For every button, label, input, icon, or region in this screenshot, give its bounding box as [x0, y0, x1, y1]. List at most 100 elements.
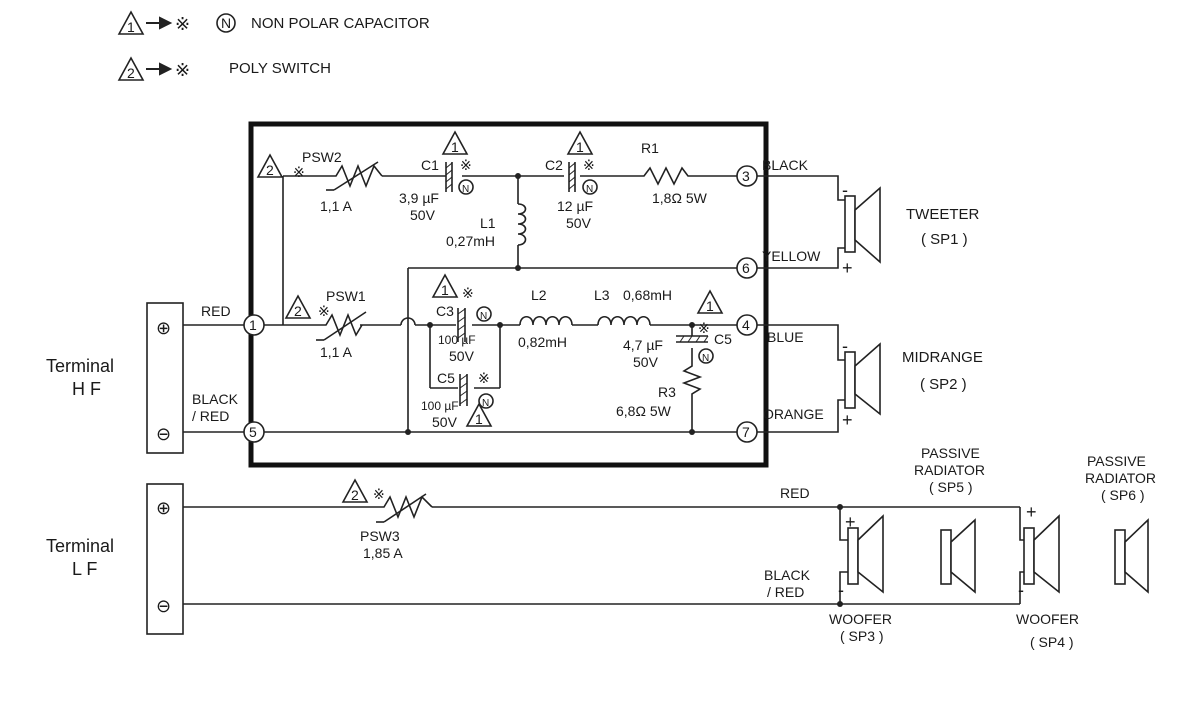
arrow-right-icon	[146, 62, 173, 76]
c3: 1 ※ C3 N 100 µF 50V	[431, 273, 492, 364]
component-value: 0,27mH	[446, 233, 495, 249]
asterisk-mark: ※	[175, 60, 190, 80]
plus-terminal-icon: ⊕	[156, 498, 171, 518]
legend-text: POLY SWITCH	[229, 60, 331, 77]
radiator-label: PASSIVE	[921, 445, 980, 461]
component-name: C2	[545, 157, 563, 173]
component-value: 50V	[449, 348, 475, 364]
junction-dot	[837, 504, 843, 510]
legend: 1 ※ N NON POLAR CAPACITOR 2 ※ POLY SWITC…	[117, 10, 430, 81]
svg-text:N: N	[702, 353, 709, 364]
inductor-coil	[597, 315, 651, 326]
wire	[757, 324, 845, 361]
svg-text:6: 6	[742, 260, 750, 276]
c2: 1 ※ C2 N 12 µF 50V	[545, 130, 598, 231]
non-polar-circle-icon	[478, 393, 494, 409]
legend-item-poly-switch: 2 ※ POLY SWITCH	[117, 56, 331, 81]
speaker-icon	[844, 351, 856, 409]
wire-label: RED	[201, 303, 231, 319]
radiator-label: RADIATOR	[914, 462, 985, 478]
non-polar-circle-icon	[476, 306, 492, 322]
svg-text:※: ※	[460, 157, 472, 173]
passive-radiator-sp5: PASSIVE RADIATOR ( SP5 )	[914, 445, 985, 594]
passive-radiator-sp6: PASSIVE RADIATOR ( SP6 )	[1085, 453, 1156, 594]
svg-text:+: +	[1026, 502, 1037, 522]
warning-triangle-icon	[465, 402, 493, 427]
resistor-zigzag	[376, 494, 433, 520]
speaker-icon	[844, 195, 856, 253]
warning-triangle-icon	[284, 294, 312, 319]
svg-text:※: ※	[698, 320, 710, 336]
component-name: L2	[531, 287, 547, 303]
radiator-label: RADIATOR	[1085, 470, 1156, 486]
svg-text:※: ※	[462, 285, 474, 301]
wire	[1019, 571, 1024, 604]
non-polar-circle-icon	[458, 179, 474, 195]
speaker-name: WOOFER	[1016, 611, 1079, 627]
component-value: 50V	[410, 207, 436, 223]
wire	[757, 399, 845, 433]
resistor-zigzag	[328, 163, 383, 189]
svg-text:-: -	[1018, 580, 1024, 600]
ptc-slash	[323, 311, 367, 341]
legend-code: N	[221, 15, 231, 31]
warning-triangle-icon	[566, 130, 594, 155]
junction-dot	[515, 265, 521, 271]
wire	[757, 175, 845, 201]
component-name: L1	[480, 215, 496, 231]
wire-label: RED	[780, 485, 810, 501]
speaker-id: ( SP1 )	[921, 231, 968, 248]
node-3: 3	[736, 165, 758, 187]
l1: L1 0,27mH	[446, 203, 527, 249]
svg-text:1: 1	[475, 411, 483, 427]
component-name: R3	[658, 384, 676, 400]
component-value: 1,1 A	[320, 198, 353, 214]
junction-dot	[837, 601, 843, 607]
speaker-name: TWEETER	[906, 206, 979, 223]
junction-dot	[689, 322, 695, 328]
wire-label: BLACK	[762, 157, 809, 173]
svg-text:1: 1	[706, 298, 714, 314]
svg-text:※: ※	[583, 157, 595, 173]
node-5: 5	[243, 421, 265, 443]
svg-text:2: 2	[294, 303, 302, 319]
component-value: 1,1 A	[320, 344, 353, 360]
component-name: R1	[641, 140, 659, 156]
svg-text:4: 4	[742, 317, 750, 333]
svg-text:-: -	[838, 580, 844, 600]
node-6: 6	[736, 257, 758, 279]
component-value: 50V	[566, 215, 592, 231]
component-value: 3,9 µF	[399, 190, 439, 206]
psw2: 2 ※ PSW2 1,1 A	[256, 149, 383, 214]
junctions	[405, 173, 695, 435]
wire-label: BLUE	[767, 329, 804, 345]
wire-label: BLACK	[192, 391, 239, 407]
svg-text:2: 2	[266, 162, 274, 178]
terminal-lf: ⊕ ⊖ Terminal L F	[46, 483, 184, 635]
speaker-name: WOOFER	[829, 611, 892, 627]
svg-text:1: 1	[451, 139, 459, 155]
ptc-slash	[333, 161, 379, 191]
warning-triangle-icon	[441, 130, 469, 155]
component-value: 0,68mH	[623, 287, 672, 303]
warning-triangle-icon	[117, 56, 145, 81]
wire-labels: RED BLACK / RED BLACK YELLOW BLUE ORANGE…	[192, 157, 824, 600]
speaker-icon	[847, 527, 859, 585]
warning-triangle-icon	[431, 273, 459, 298]
speaker-id: ( SP2 )	[920, 376, 967, 393]
component-value: 4,7 µF	[623, 337, 663, 353]
wire-label: ORANGE	[763, 406, 824, 422]
resistor-zigzag	[320, 312, 363, 338]
legend-badge: 2	[127, 65, 135, 81]
ptc-slash	[383, 493, 427, 523]
speaker-icon	[1114, 529, 1126, 585]
inductor-coil	[517, 203, 527, 246]
speaker-id: ( SP5 )	[929, 479, 973, 495]
svg-text:-: -	[842, 180, 848, 200]
svg-text:2: 2	[351, 487, 359, 503]
svg-text:N: N	[482, 398, 489, 409]
svg-text:3: 3	[742, 168, 750, 184]
speaker-tweeter: - + TWEETER ( SP1 )	[842, 180, 979, 278]
c5-parallel: C5 ※ N 1 100 µF 50V	[421, 370, 494, 430]
